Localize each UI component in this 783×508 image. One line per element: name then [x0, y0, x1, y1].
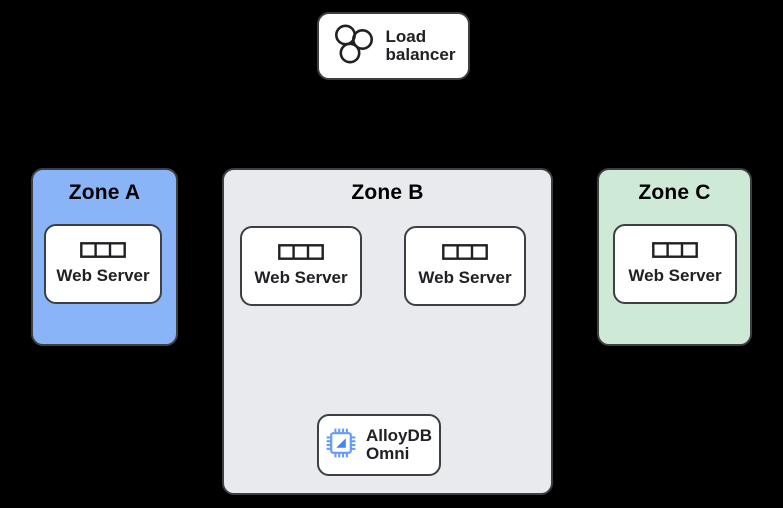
alloydb-omni-label-line1: AlloyDB — [365, 425, 433, 445]
zone-b-web-server-1-label: Web Server — [254, 268, 348, 288]
zone-b-web-server-1[interactable]: Web Server — [240, 226, 362, 306]
web-server-icon — [652, 242, 698, 263]
zone-a-web-server[interactable]: Web Server — [44, 224, 162, 304]
web-server-icon — [278, 244, 324, 265]
web-server-icon — [442, 244, 488, 265]
web-server-icon — [80, 242, 126, 263]
zone-b-web-server-2-label: Web Server — [418, 268, 512, 288]
zone-c-title: Zone C — [638, 181, 711, 204]
zone-a-web-server-label: Web Server — [56, 266, 150, 286]
cpu-chip-icon — [326, 428, 356, 463]
zone-c-web-server[interactable]: Web Server — [613, 224, 737, 304]
zone-b-web-server-2[interactable]: Web Server — [404, 226, 526, 306]
load-balancer-icon — [332, 22, 376, 71]
zone-c-web-server-label: Web Server — [628, 266, 722, 286]
zone-a-title: Zone A — [68, 181, 141, 204]
zone-b-title: Zone B — [351, 181, 424, 204]
alloydb-omni-label-line2: Omni — [365, 444, 410, 463]
load-balancer-label-line2: balancer — [385, 45, 456, 64]
load-balancer-label-line1: Load — [385, 26, 427, 46]
